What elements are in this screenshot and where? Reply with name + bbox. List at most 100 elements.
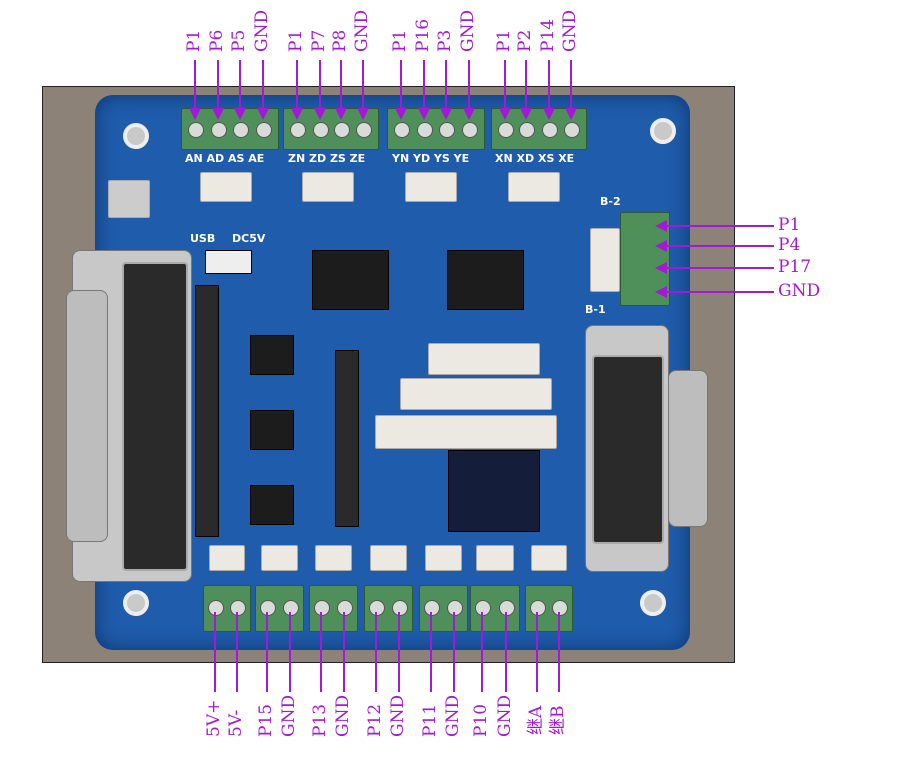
annotation-line: [536, 612, 538, 692]
arrow-down-icon: [418, 108, 430, 120]
silk-a-axis: AN AD AS AE: [185, 152, 265, 165]
annotation-line: [481, 612, 483, 692]
top-pin-label: P1: [390, 29, 410, 52]
terminal-screw: [356, 122, 372, 138]
terminal-screw: [233, 122, 249, 138]
ic-chip: [250, 335, 294, 375]
annotation-line: [662, 245, 774, 247]
top-pin-label: P1: [184, 29, 204, 52]
annotation-line: [194, 60, 196, 112]
relay: [448, 450, 540, 532]
top-pin-label: P1: [286, 29, 306, 52]
top-pin-label: P6: [207, 29, 227, 52]
silk-x-axis: XN XD XS XE: [495, 152, 575, 165]
top-pin-label: P5: [229, 29, 249, 52]
annotation-line: [362, 60, 364, 112]
terminal-screw: [260, 600, 276, 616]
annotation-line: [289, 612, 291, 692]
arrow-down-icon: [357, 108, 369, 120]
header-connector: [375, 415, 557, 449]
annotation-line: [343, 612, 345, 692]
annotation-line: [548, 60, 550, 112]
arrow-down-icon: [189, 108, 201, 120]
mounting-hole: [123, 590, 149, 616]
arrow-down-icon: [212, 108, 224, 120]
terminal-screw: [188, 122, 204, 138]
terminal-screw: [208, 600, 224, 616]
annotation-line: [504, 60, 506, 112]
arrow-down-icon: [463, 108, 475, 120]
right-pin-label: P17: [778, 257, 812, 277]
db15-body: [592, 355, 664, 544]
header-connector: [400, 378, 552, 410]
annotation-line: [398, 612, 400, 692]
terminal-screw: [462, 122, 478, 138]
annotation-line: [505, 612, 507, 692]
annotation-line: [570, 60, 572, 112]
header-connector: [302, 172, 354, 202]
top-pin-label: P14: [538, 18, 558, 52]
mounting-hole: [650, 118, 676, 144]
terminal-screw: [542, 122, 558, 138]
db25-body: [122, 262, 188, 571]
header-connector: [476, 545, 514, 571]
terminal-screw: [499, 600, 515, 616]
silk-dc5v: DC5V: [232, 232, 266, 245]
terminal-screw: [369, 600, 385, 616]
top-pin-label: GND: [352, 9, 372, 52]
top-pin-label: GND: [458, 9, 478, 52]
ic-chip: [250, 485, 294, 525]
annotation-line: [217, 60, 219, 112]
arrow-left-icon: [655, 240, 667, 252]
header-connector: [209, 545, 245, 571]
ic-chip: [250, 410, 294, 450]
right-pin-label: P4: [778, 235, 801, 255]
top-pin-label: P7: [309, 29, 329, 52]
arrow-down-icon: [257, 108, 269, 120]
header-connector: [315, 545, 352, 571]
terminal-screw: [447, 600, 463, 616]
bottom-pin-label: P10: [471, 703, 491, 737]
terminal-screw: [530, 600, 546, 616]
header-connector: [508, 172, 560, 202]
terminal-screw: [424, 600, 440, 616]
terminal-screw: [564, 122, 580, 138]
annotation-line: [453, 612, 455, 692]
silk-usb: USB: [190, 232, 216, 245]
bottom-pin-label: 5V-: [226, 709, 246, 737]
annotation-line: [430, 612, 432, 692]
annotation-line: [558, 612, 560, 692]
arrow-left-icon: [655, 220, 667, 232]
bottom-pin-label: P12: [365, 703, 385, 737]
annotation-line: [445, 60, 447, 112]
arrow-down-icon: [395, 108, 407, 120]
annotation-line: [340, 60, 342, 112]
arrow-down-icon: [543, 108, 555, 120]
mounting-hole: [123, 123, 149, 149]
bottom-pin-label: GND: [388, 694, 408, 737]
pin-header: [195, 285, 219, 537]
top-pin-label: GND: [560, 9, 580, 52]
top-pin-label: P2: [515, 29, 535, 52]
bottom-pin-label: GND: [333, 694, 353, 737]
power-switch: [205, 250, 252, 274]
terminal-screw: [283, 600, 299, 616]
silk-b2: B-2: [600, 195, 621, 208]
top-pin-label: GND: [252, 9, 272, 52]
silk-b1: B-1: [585, 303, 606, 316]
terminal-screw: [519, 122, 535, 138]
annotation-line: [320, 612, 322, 692]
annotation-line: [262, 60, 264, 112]
annotation-line: [266, 612, 268, 692]
silk-z-axis: ZN ZD ZS ZE: [288, 152, 366, 165]
ic-chip: [447, 250, 524, 310]
bottom-pin-label: GND: [495, 694, 515, 737]
terminal-screw: [337, 600, 353, 616]
top-pin-label: P8: [330, 29, 350, 52]
annotation-line: [236, 612, 238, 692]
terminal-screw: [552, 600, 568, 616]
arrow-down-icon: [520, 108, 532, 120]
arrow-down-icon: [499, 108, 511, 120]
terminal-screw: [290, 122, 306, 138]
